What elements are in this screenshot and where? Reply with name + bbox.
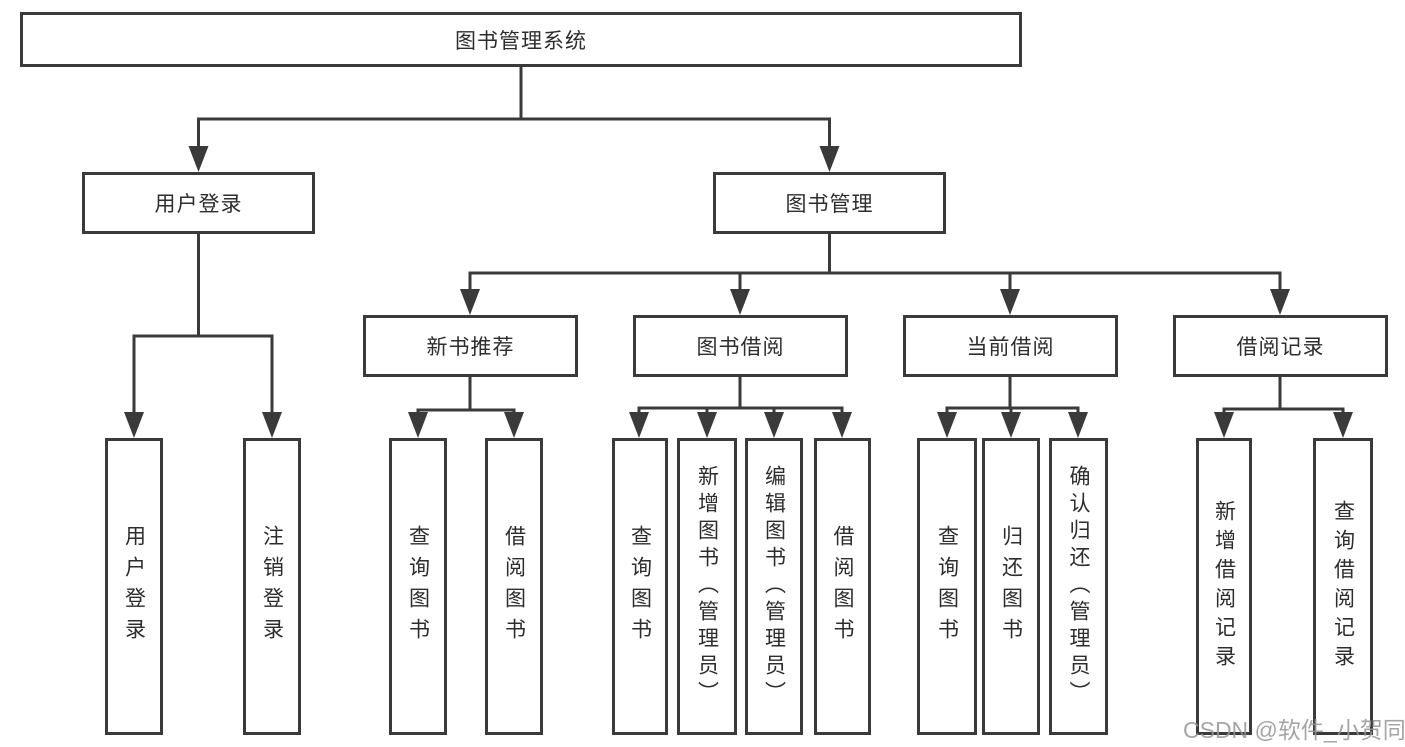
node-label: 确认归还（管理员） <box>1067 465 1090 708</box>
node-leaf-borrow-books: 借阅图书 <box>814 438 871 735</box>
node-leaf-add-books-admin: 新增图书（管理员） <box>677 438 737 735</box>
node-user-login-group: 用户登录 <box>82 172 315 234</box>
node-label: 用户登录 <box>154 193 243 216</box>
node-label: 查询图书 <box>628 524 652 649</box>
node-label: 注销登录 <box>260 524 284 649</box>
node-current-borrowing: 当前借阅 <box>903 315 1118 377</box>
node-leaf-logout: 注销登录 <box>243 438 301 735</box>
node-leaf-confirm-return-admin: 确认归还（管理员） <box>1049 438 1108 735</box>
watermark: CSDN @软件_小贺同学 <box>1183 717 1405 743</box>
node-leaf-user-login: 用户登录 <box>105 438 163 735</box>
node-label: 当前借阅 <box>966 336 1055 359</box>
node-leaf-borrow-books-recommend: 借阅图书 <box>485 438 543 735</box>
node-borrowing-records: 借阅记录 <box>1173 315 1388 377</box>
node-label: 查询图书 <box>406 524 430 649</box>
node-label: 借阅图书 <box>502 524 526 649</box>
node-label: 查询图书 <box>935 524 959 649</box>
node-leaf-edit-books-admin: 编辑图书（管理员） <box>745 438 803 735</box>
node-new-book-recommend: 新书推荐 <box>363 315 578 377</box>
node-leaf-query-books-borrowing: 查询图书 <box>612 438 668 735</box>
node-label: 新增图书（管理员） <box>695 465 719 708</box>
node-label: 编辑图书（管理员） <box>762 465 786 708</box>
node-label: 图书管理系统 <box>455 29 587 53</box>
node-label: 借阅记录 <box>1236 336 1325 359</box>
node-leaf-query-books-recommend: 查询图书 <box>389 438 447 735</box>
node-label: 借阅图书 <box>831 524 854 649</box>
node-library-management-system: 图书管理系统 <box>20 12 1022 67</box>
node-book-borrowing: 图书借阅 <box>633 315 848 377</box>
node-book-management: 图书管理 <box>713 172 946 234</box>
node-label: 用户登录 <box>122 524 146 649</box>
node-label: 图书管理 <box>785 193 874 216</box>
node-leaf-add-borrow-record: 新增借阅记录 <box>1196 438 1252 735</box>
node-label: 查询借阅记录 <box>1331 499 1355 674</box>
node-leaf-query-borrow-record: 查询借阅记录 <box>1313 438 1373 735</box>
node-label: 新增借阅记录 <box>1212 499 1236 674</box>
node-label: 新书推荐 <box>426 336 515 359</box>
node-leaf-return-books: 归还图书 <box>982 438 1040 735</box>
node-label: 图书借阅 <box>696 336 785 359</box>
node-label: 归还图书 <box>999 524 1023 649</box>
node-leaf-query-books-current: 查询图书 <box>917 438 977 735</box>
